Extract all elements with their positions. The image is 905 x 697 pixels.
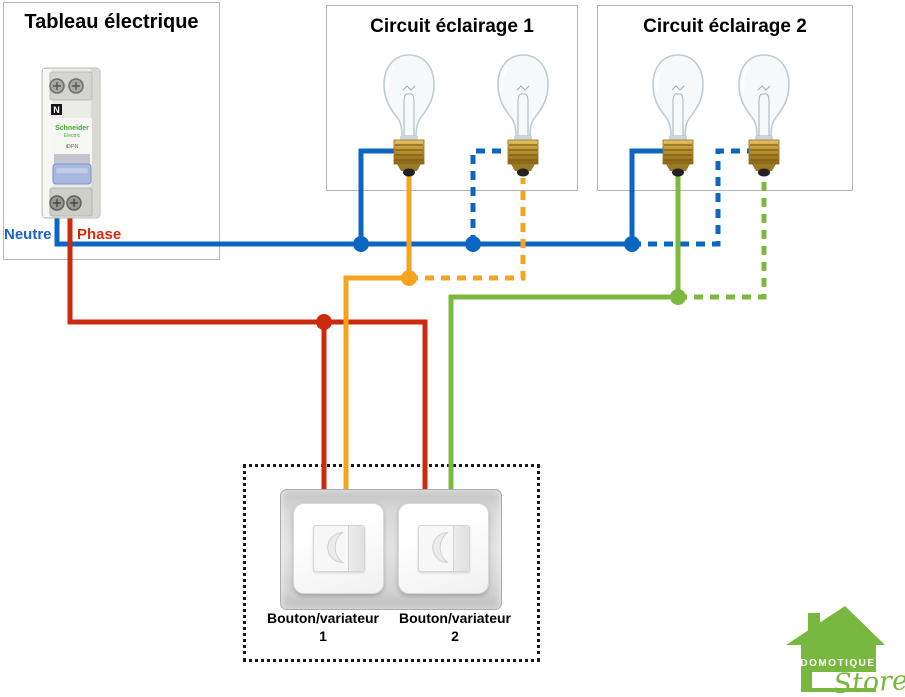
domotique-store-logo: DOMOTIQUE Store	[786, 606, 905, 697]
logo-suffix: Store	[833, 665, 905, 697]
dimmer-switch-2	[398, 503, 489, 594]
lever-slot	[54, 154, 90, 166]
panel-box: Tableau électrique	[3, 2, 220, 260]
logo-name: DOMOTIQUE	[800, 658, 875, 669]
light-bulb-1	[382, 53, 436, 178]
switch2-label: Bouton/variateur 2	[390, 610, 520, 645]
light-bulb-2	[496, 53, 550, 178]
rocker-edge	[453, 526, 469, 571]
neutral-marking: N	[53, 105, 60, 115]
dimmer-switch-1	[293, 503, 384, 594]
junction-dot	[670, 289, 686, 305]
neutral-wire-bulb3	[629, 148, 664, 244]
circuit2-wire-dashed	[678, 178, 767, 300]
neutral-wire-main	[54, 213, 632, 247]
junction-dot	[624, 236, 640, 252]
phase-label: Phase	[77, 226, 122, 243]
switch-zone-box	[243, 464, 540, 662]
panel-title: Tableau électrique	[24, 11, 199, 33]
switch1-label-number: 1	[319, 627, 327, 644]
circuit-breaker: N Schneider Electric iDPN	[41, 67, 101, 219]
breaker-model: iDPN	[66, 144, 79, 150]
moon-dimmer-icon	[432, 532, 450, 563]
neutral-wire-bulb2-dashed	[470, 148, 509, 244]
circuit2-box: Circuit éclairage 2	[597, 5, 853, 191]
neutral-label: Neutre	[4, 226, 52, 243]
phase-wire-main	[67, 213, 428, 500]
moon-dimmer-icon	[327, 532, 345, 563]
switch1-label: Bouton/variateur 1	[258, 610, 388, 645]
circuit1-title: Circuit éclairage 1	[370, 16, 534, 37]
neutral-wire-bulb4-dashed	[632, 148, 750, 247]
circuit2-title: Circuit éclairage 2	[643, 16, 807, 37]
switch2-label-text: Bouton/variateur	[398, 610, 511, 626]
dimmer-button-2	[418, 525, 470, 572]
switch2-label-number: 2	[451, 627, 459, 644]
breaker-brand-2: Electric	[64, 133, 81, 139]
circuit2-wire-solid	[448, 172, 681, 500]
junction-dot	[316, 314, 332, 330]
circuit1-wire-solid	[343, 172, 412, 500]
junction-dot	[353, 236, 369, 252]
junction-dot	[401, 270, 417, 286]
circuit1-wire-dashed	[409, 178, 526, 281]
junction-dot	[465, 236, 481, 252]
light-bulb-3	[651, 53, 705, 178]
neutral-wire-bulb1	[358, 148, 396, 244]
dimmer-button-1	[313, 525, 365, 572]
breaker-brand: Schneider	[55, 125, 89, 132]
light-bulb-4	[737, 53, 791, 178]
switch1-label-text: Bouton/variateur	[266, 610, 379, 626]
rocker-edge	[348, 526, 364, 571]
house-icon	[786, 606, 885, 692]
